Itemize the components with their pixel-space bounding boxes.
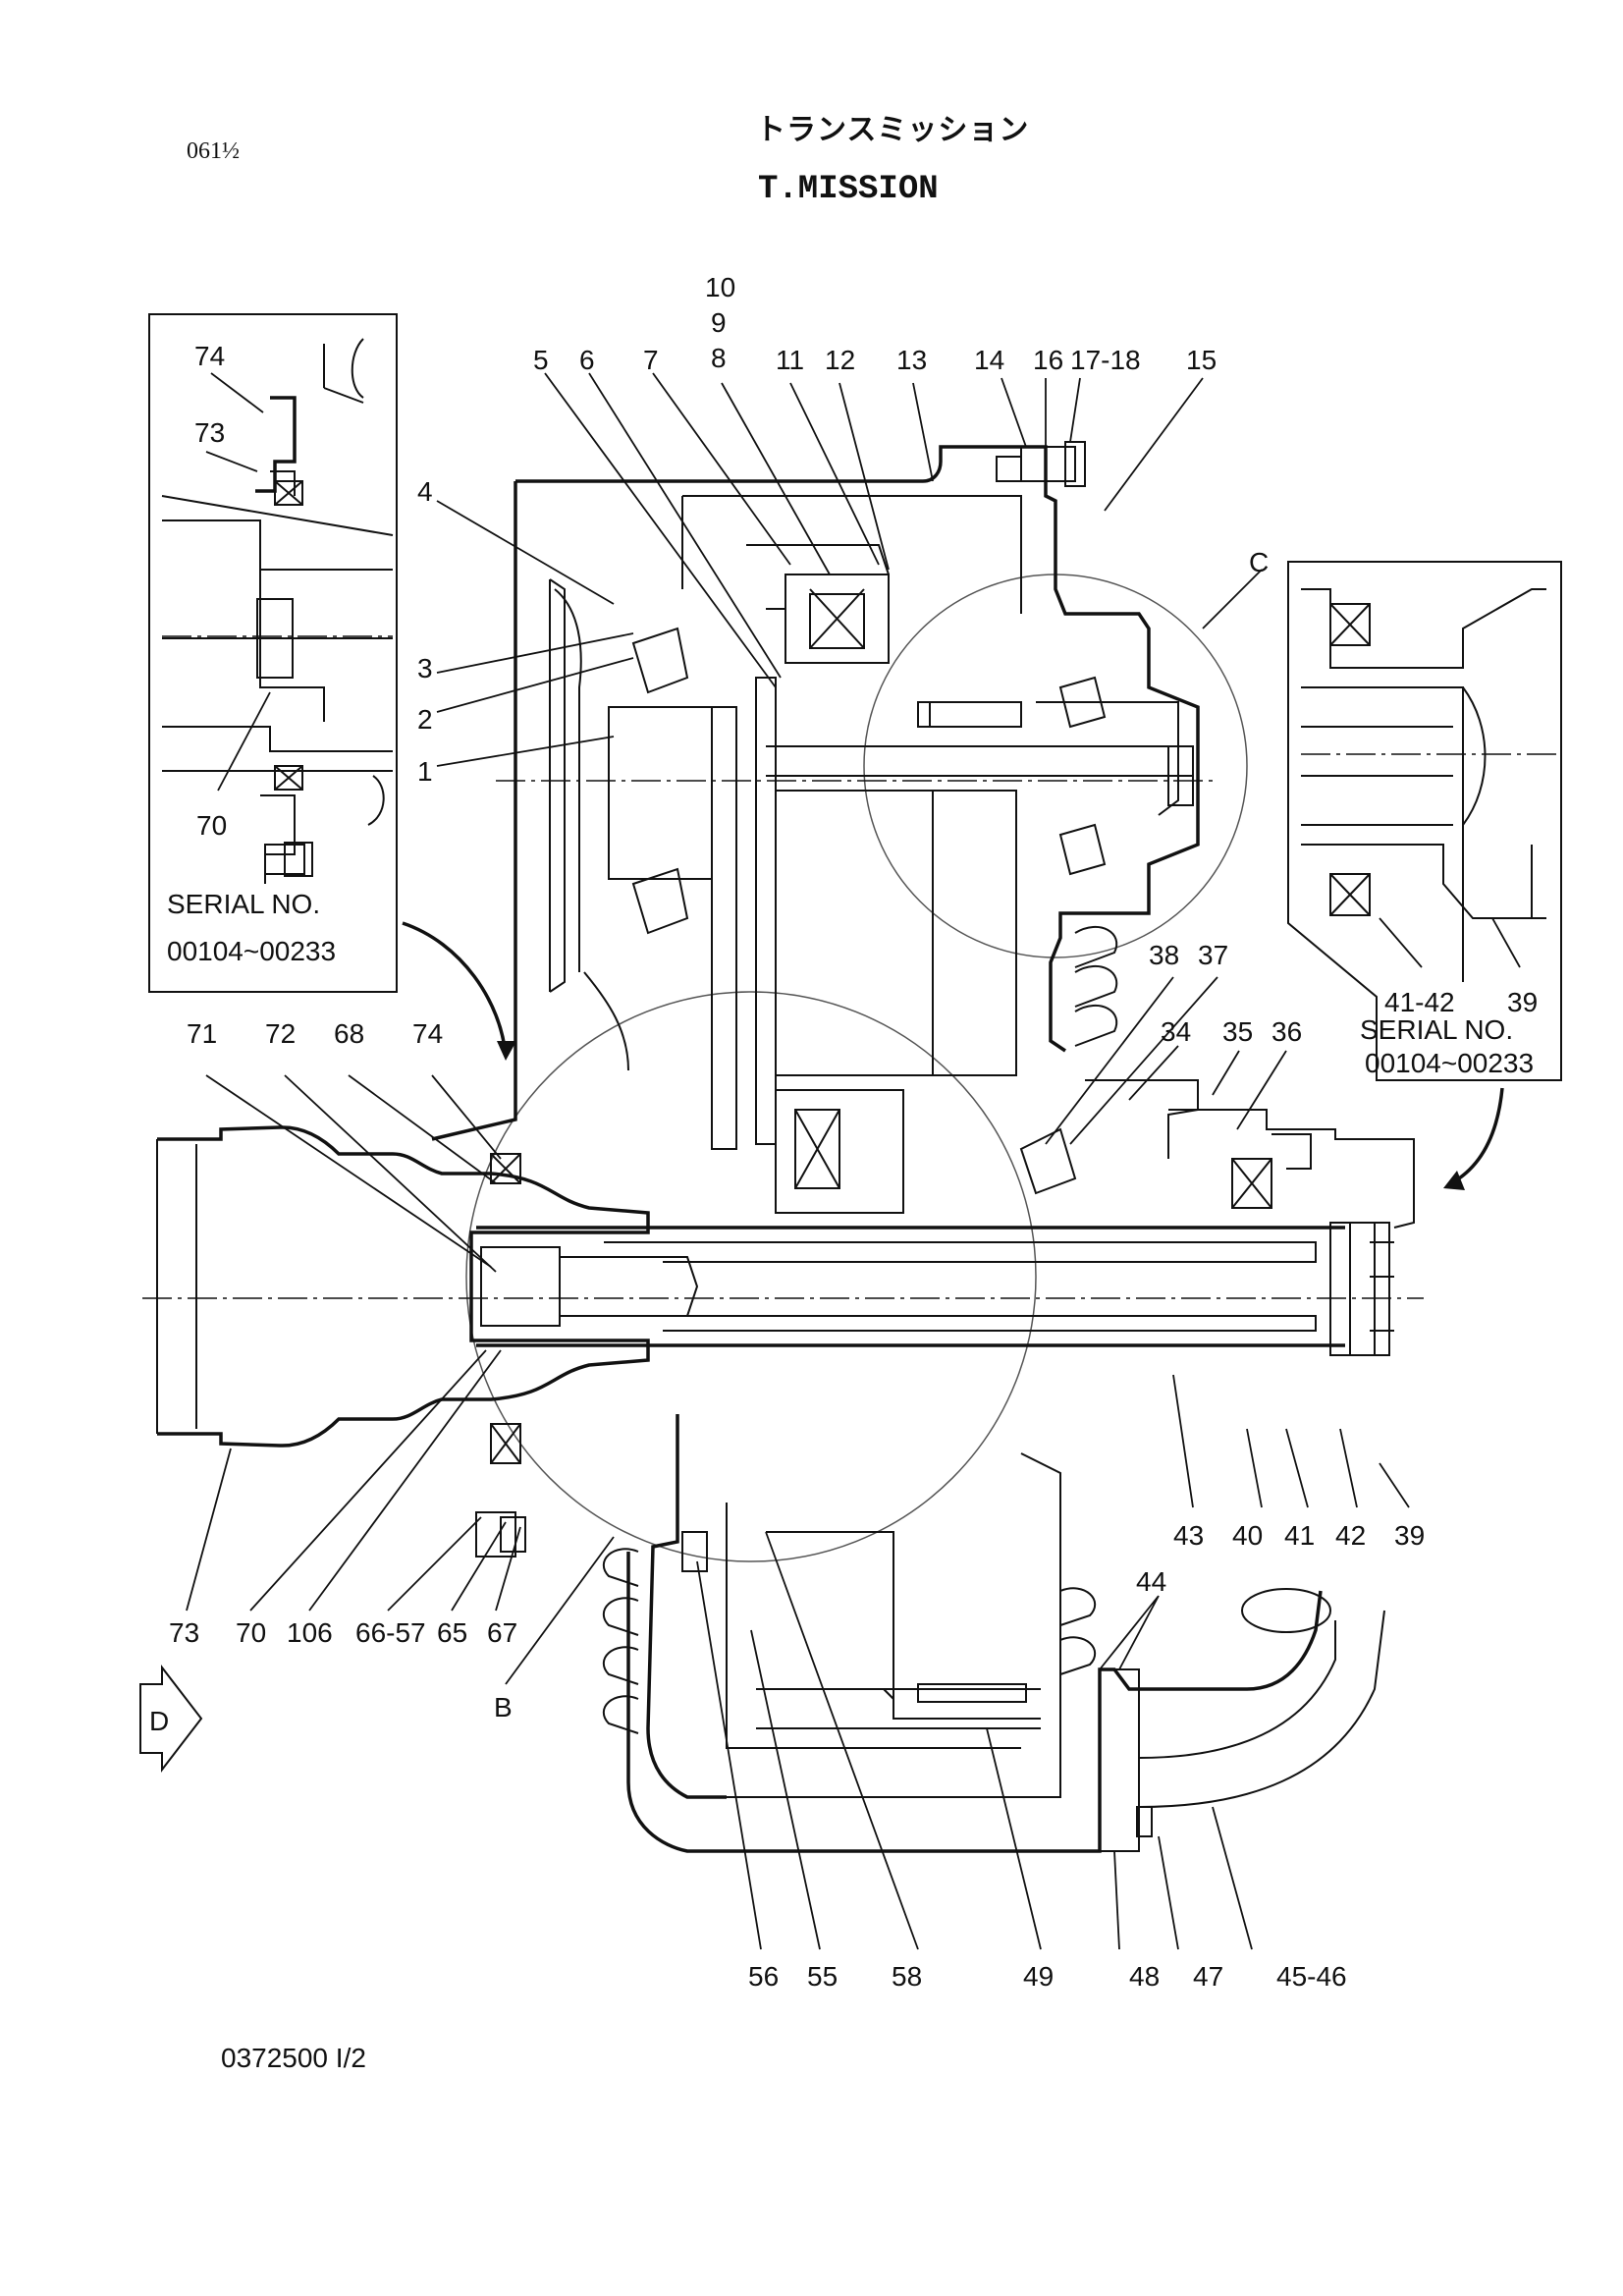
title-japanese: トランスミッション xyxy=(756,114,1030,146)
callout-43: 43 xyxy=(1173,1520,1204,1551)
callout-39: 39 xyxy=(1394,1520,1425,1551)
callout-58: 58 xyxy=(892,1961,922,1992)
leader-lines xyxy=(186,372,1410,1950)
inset-callout-70: 70 xyxy=(196,810,227,841)
callout-35: 35 xyxy=(1222,1016,1253,1047)
callout-72: 72 xyxy=(265,1018,296,1049)
callout-41: 41 xyxy=(1284,1520,1315,1551)
callout-70: 70 xyxy=(236,1617,266,1648)
callout-3: 3 xyxy=(417,653,433,683)
callout-12: 12 xyxy=(825,345,855,375)
callout-47: 47 xyxy=(1193,1961,1223,1992)
detail-circle-c xyxy=(863,574,1248,958)
callout-65: 65 xyxy=(437,1617,467,1648)
cross-section xyxy=(156,441,1415,1853)
callout-11: 11 xyxy=(776,345,804,375)
left-serial-label: SERIAL NO. xyxy=(167,889,320,919)
right-inset: 41-42 39 SERIAL NO. 00104~00233 xyxy=(1287,561,1562,1190)
callout-7: 7 xyxy=(643,345,659,375)
callout-106: 106 xyxy=(287,1617,333,1648)
left-serial-range: 00104~00233 xyxy=(167,936,336,966)
inset-callout-74: 74 xyxy=(194,341,225,371)
inset-callout-73: 73 xyxy=(194,417,225,448)
callout-71: 71 xyxy=(187,1018,217,1049)
callout-68: 68 xyxy=(334,1018,364,1049)
callout-48: 48 xyxy=(1129,1961,1160,1992)
detail-circle-b xyxy=(465,991,1037,1562)
label-b: B xyxy=(494,1692,513,1722)
callout-5: 5 xyxy=(533,345,549,375)
inset-callout-39: 39 xyxy=(1507,987,1538,1017)
inset-callout-41-42: 41-42 xyxy=(1384,987,1455,1017)
callout-37: 37 xyxy=(1198,940,1228,970)
callout-34: 34 xyxy=(1161,1016,1191,1047)
callout-2: 2 xyxy=(417,704,433,735)
label-c: C xyxy=(1249,547,1269,577)
callout-44: 44 xyxy=(1136,1566,1166,1597)
callout-6: 6 xyxy=(579,345,595,375)
callout-67: 67 xyxy=(487,1617,517,1648)
callout-9: 9 xyxy=(711,307,727,338)
callout-74: 74 xyxy=(412,1018,443,1049)
document-code: 0372500 I/2 xyxy=(221,2043,366,2073)
callout-10: 10 xyxy=(705,272,735,302)
callout-16: 16 xyxy=(1033,345,1063,375)
callout-4: 4 xyxy=(417,476,433,507)
page-code: 061½ xyxy=(187,138,240,164)
callout-73: 73 xyxy=(169,1617,199,1648)
title-english: T.MISSION xyxy=(758,171,939,208)
callout-8: 8 xyxy=(711,343,727,373)
callout-17-18: 17-18 xyxy=(1070,345,1141,375)
callout-55: 55 xyxy=(807,1961,838,1992)
callout-38: 38 xyxy=(1149,940,1179,970)
callout-13: 13 xyxy=(896,345,927,375)
callout-45-46: 45-46 xyxy=(1276,1961,1347,1992)
right-serial-label: SERIAL NO. xyxy=(1360,1014,1513,1045)
callout-labels: 10 9 8 5 6 7 11 12 13 14 16 17-18 15 4 3… xyxy=(169,272,1425,1992)
right-serial-range: 00104~00233 xyxy=(1365,1048,1534,1078)
view-arrow-d: D xyxy=(139,1665,203,1773)
callout-15: 15 xyxy=(1186,345,1217,375)
callout-49: 49 xyxy=(1023,1961,1054,1992)
callout-36: 36 xyxy=(1271,1016,1302,1047)
callout-56: 56 xyxy=(748,1961,779,1992)
callout-66-57: 66-57 xyxy=(355,1617,426,1648)
callout-14: 14 xyxy=(974,345,1004,375)
label-d: D xyxy=(149,1706,169,1736)
left-inset: 74 73 70 SERIAL NO. 00104~00233 xyxy=(148,313,516,1061)
callout-1: 1 xyxy=(417,756,433,787)
callout-42: 42 xyxy=(1335,1520,1366,1551)
callout-40: 40 xyxy=(1232,1520,1263,1551)
